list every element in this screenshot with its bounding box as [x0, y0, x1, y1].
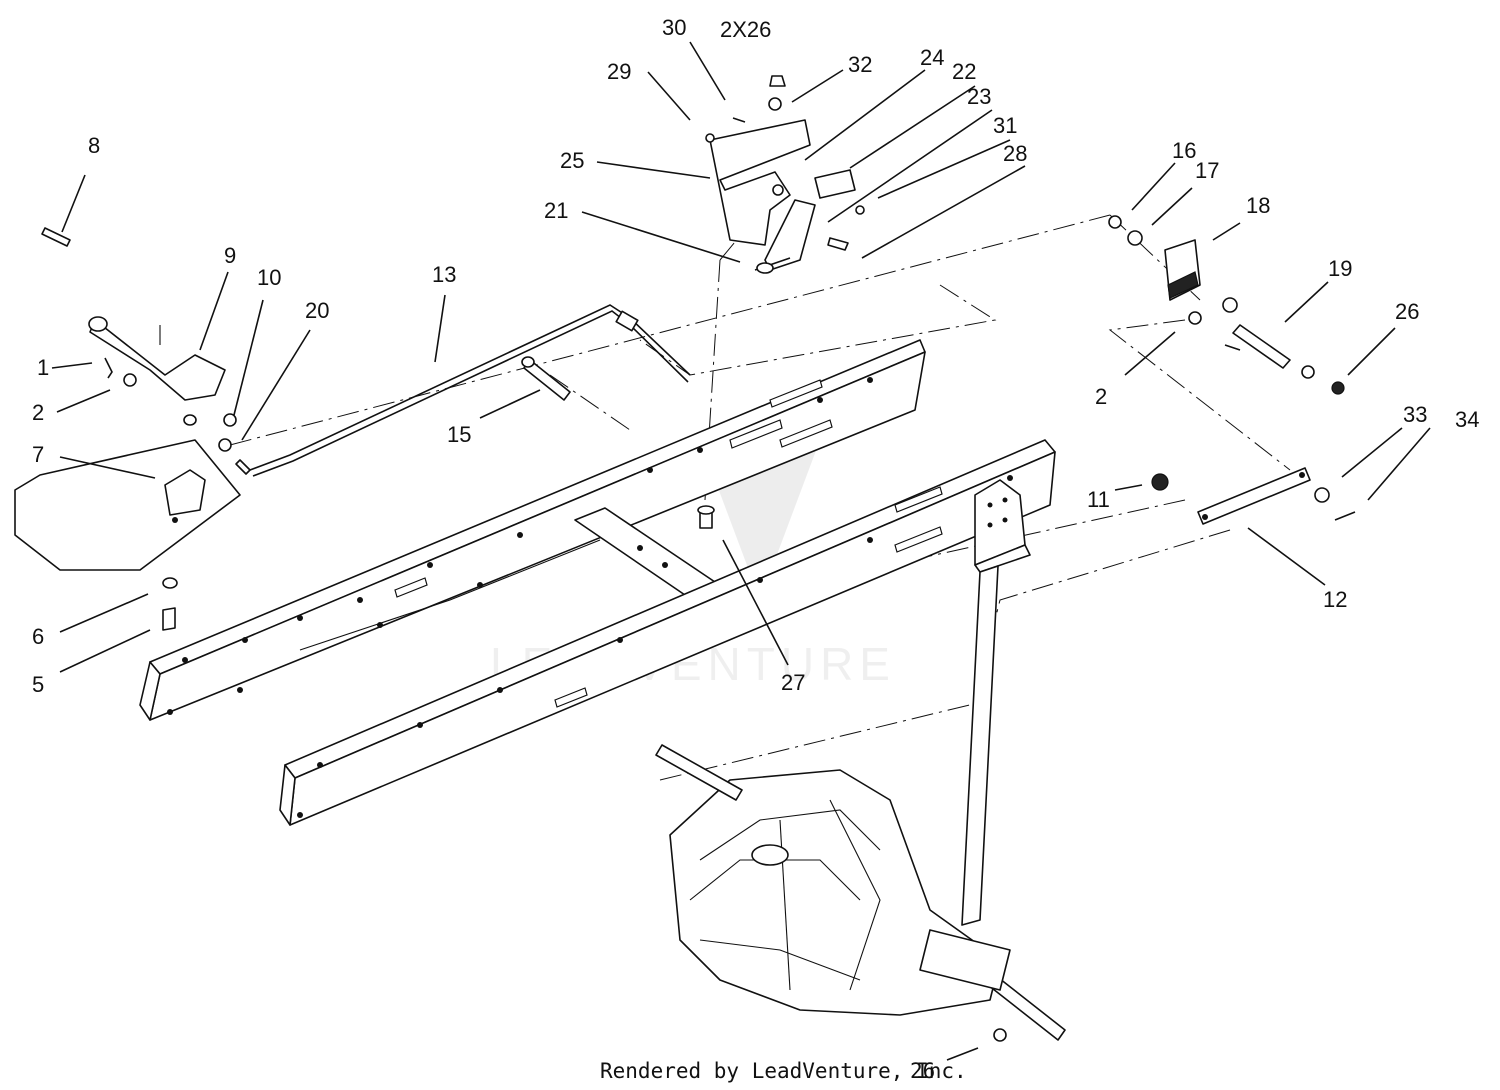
- right-bracket-assembly: [1108, 215, 1345, 395]
- link-bar: [993, 467, 1356, 1042]
- callout-26-bottom: 26: [910, 1059, 935, 1083]
- control-rod: [249, 304, 691, 477]
- callout-25: 25: [560, 148, 584, 173]
- callout-29: 29: [607, 59, 631, 84]
- callout-2-left: 2: [32, 400, 44, 425]
- callout-13: 13: [432, 262, 456, 287]
- callout-23: 23: [967, 84, 991, 109]
- callout-24: 24: [920, 45, 944, 70]
- leader-lines: [51, 41, 1431, 1061]
- callout-19: 19: [1328, 256, 1352, 281]
- callout-28: 28: [1003, 141, 1027, 166]
- callout-labels: 1 2 5 6 7 8 9 10 20 13 15 21 25 29 30 2X…: [32, 15, 1479, 697]
- pedal-lever: [88, 316, 226, 426]
- callout-1: 1: [37, 355, 49, 380]
- pivot-pin: [697, 505, 715, 529]
- callout-32: 32: [848, 52, 872, 77]
- callout-6: 6: [32, 624, 44, 649]
- callout-12: 12: [1323, 587, 1347, 612]
- vertical-bracket: [961, 479, 1031, 926]
- transaxle: [655, 744, 1066, 1041]
- frame-rail-lower: [279, 439, 1056, 826]
- callout-30: 30: [662, 15, 686, 40]
- callout-2-right: 2: [1095, 384, 1107, 409]
- callout-26-right: 26: [1395, 299, 1419, 324]
- callout-21: 21: [544, 198, 568, 223]
- pin: [521, 356, 571, 401]
- callout-8: 8: [88, 133, 100, 158]
- callout-34: 34: [1455, 407, 1479, 432]
- callout-22: 22: [952, 59, 976, 84]
- callout-11: 11: [1087, 487, 1110, 512]
- callout-5: 5: [32, 672, 44, 697]
- footer-credit: Rendered by LeadVenture, Inc.: [600, 1059, 967, 1083]
- hardware-left: [41, 227, 251, 631]
- callout-15: 15: [447, 422, 471, 447]
- foot-plate: [14, 439, 241, 571]
- callout-16: 16: [1172, 138, 1196, 163]
- callout-9: 9: [224, 243, 236, 268]
- callout-20: 20: [305, 298, 329, 323]
- callout-18: 18: [1246, 193, 1270, 218]
- callout-33: 33: [1403, 402, 1427, 427]
- footer: Rendered by LeadVenture, Inc. 26: [600, 1059, 967, 1083]
- callout-27: 27: [781, 670, 805, 695]
- switch-bracket: [705, 75, 865, 274]
- callout-10: 10: [257, 265, 281, 290]
- callout-7: 7: [32, 442, 44, 467]
- callout-17: 17: [1195, 158, 1219, 183]
- callout-31: 31: [993, 113, 1017, 138]
- callout-2x26: 2X26: [720, 17, 771, 42]
- frame-rail-upper: [139, 339, 926, 721]
